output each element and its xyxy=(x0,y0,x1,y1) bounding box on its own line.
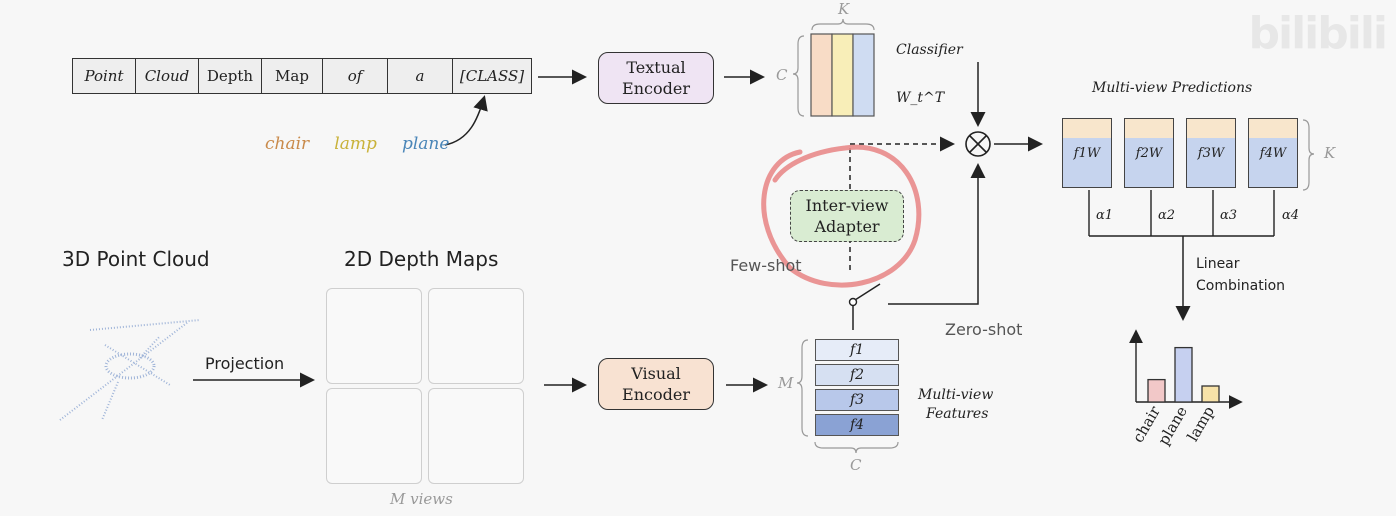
prompt-token: Depth xyxy=(199,59,262,93)
depth-map-view-1 xyxy=(326,288,422,384)
classifier-label: Classifier xyxy=(896,42,963,58)
prediction-view-2: f2W xyxy=(1124,118,1174,188)
alpha-4: α4 xyxy=(1282,208,1300,223)
bilibili-watermark-logo: bilibili xyxy=(1248,8,1388,59)
feature-f3: f3 xyxy=(815,389,899,411)
classifier-column xyxy=(852,33,875,117)
switch-pivot xyxy=(848,297,858,307)
point-cloud-title: 3D Point Cloud xyxy=(62,247,210,271)
classifier-column xyxy=(831,33,854,117)
depth-map-view-3 xyxy=(326,388,422,484)
predictions-k-label: K xyxy=(1324,144,1336,162)
textual-encoder-label: Textual Encoder xyxy=(622,58,690,98)
alpha-3: α3 xyxy=(1220,208,1238,223)
depth-map-view-2 xyxy=(428,288,524,384)
predictions-title: Multi-view Predictions xyxy=(1092,80,1253,96)
classifier-k-brace xyxy=(811,18,875,31)
textual-encoder-box: Textual Encoder xyxy=(598,52,714,104)
features-caption-1: Multi-view xyxy=(918,387,994,403)
class-word-lamp: lamp xyxy=(334,134,377,154)
classifier-column xyxy=(810,33,833,117)
classifier-c-brace xyxy=(792,35,805,117)
class-word-chair: chair xyxy=(265,134,310,154)
prompt-token: a xyxy=(388,59,453,93)
visual-encoder-box: Visual Encoder xyxy=(598,358,714,410)
prompt-token: Map xyxy=(262,59,323,93)
linear-combination-line2: Combination xyxy=(1196,278,1286,294)
projection-label: Projection xyxy=(205,354,285,373)
prompt-token: Cloud xyxy=(136,59,199,93)
few-shot-label: Few-shot xyxy=(730,256,802,275)
prompt-token-row: Point Cloud Depth Map of a [CLASS] xyxy=(72,58,532,94)
prediction-view-4: f4W xyxy=(1248,118,1298,188)
prompt-token: of xyxy=(323,59,388,93)
arrow-classes-to-token xyxy=(444,95,488,146)
feature-f4: f4 xyxy=(815,414,899,436)
features-c-label: C xyxy=(850,456,862,474)
feature-f2: f2 xyxy=(815,364,899,386)
few-shot-dashed-path xyxy=(849,136,955,270)
prompt-token-class: [CLASS] xyxy=(459,67,525,85)
depth-maps-title: 2D Depth Maps xyxy=(344,247,499,271)
prompt-token: Point xyxy=(73,59,136,93)
chart-bar-chair xyxy=(1147,378,1166,403)
chart-bar-lamp xyxy=(1201,385,1220,403)
point-cloud-plane xyxy=(59,319,201,421)
features-m-brace xyxy=(796,339,809,437)
visual-encoder-label: Visual Encoder xyxy=(622,364,690,404)
alpha-2: α2 xyxy=(1158,208,1176,223)
switch-lever xyxy=(854,283,881,301)
weight-label: W_t^T xyxy=(896,90,945,106)
prediction-view-1: f1W xyxy=(1062,118,1112,188)
zero-shot-path xyxy=(888,163,986,305)
alpha-1: α1 xyxy=(1096,208,1114,223)
classifier-c-label: C xyxy=(776,66,788,84)
classifier-k-label: K xyxy=(838,0,850,18)
chart-tick-label-lamp: lamp xyxy=(1184,403,1218,445)
adapter-label: Inter-view Adapter xyxy=(805,196,889,236)
prediction-view-3: f3W xyxy=(1186,118,1236,188)
multiply-circle xyxy=(965,131,991,157)
class-word-plane: plane xyxy=(401,134,450,154)
chart-bars xyxy=(1147,346,1220,403)
chart-bar-plane xyxy=(1174,346,1193,403)
features-c-brace xyxy=(814,441,899,454)
zero-shot-label: Zero-shot xyxy=(945,320,1023,339)
inter-view-adapter-box: Inter-view Adapter xyxy=(790,190,904,242)
highlight-circle xyxy=(761,144,922,288)
predictions-k-brace xyxy=(1302,119,1315,191)
m-views-label: M views xyxy=(390,490,453,508)
feature-f1: f1 xyxy=(815,339,899,361)
features-caption-2: Features xyxy=(926,406,989,422)
class-word-list: chair lamp plane xyxy=(265,134,469,154)
features-m-label: M xyxy=(778,374,794,392)
depth-map-view-4 xyxy=(428,388,524,484)
linear-combination-line1: Linear xyxy=(1196,256,1240,272)
